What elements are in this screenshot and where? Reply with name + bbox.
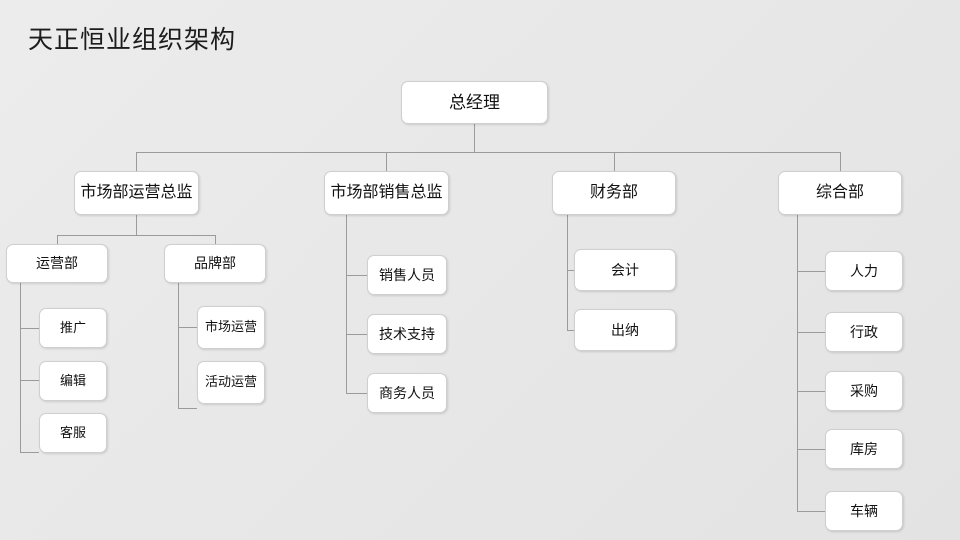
connector-yunying-kefu [20, 452, 39, 453]
connector-yunying-tuiguang [20, 328, 39, 329]
node-label: 库房 [850, 440, 878, 457]
node-xiaoshou-renyuan[interactable]: 销售人员 [367, 255, 447, 295]
node-label: 采购 [850, 382, 878, 399]
node-label: 人力 [850, 262, 878, 279]
node-label: 总经理 [449, 92, 500, 112]
connector-finance-spine [567, 215, 568, 330]
node-chuna[interactable]: 出纳 [574, 309, 676, 351]
node-kuaiji[interactable]: 会计 [574, 249, 676, 291]
page-title: 天正恒业组织架构 [28, 26, 237, 54]
node-renli[interactable]: 人力 [825, 251, 903, 291]
connector-root-stem [474, 124, 475, 152]
connector-general-xingzheng [797, 332, 825, 333]
node-label: 综合部 [815, 183, 864, 201]
node-huodong-yunying[interactable]: 活动运营 [197, 361, 265, 404]
connector-finance-kuaiji [567, 270, 575, 271]
node-caigou[interactable]: 采购 [825, 371, 903, 411]
connector-yunying-bianji [20, 380, 39, 381]
node-label: 市场运营 [204, 319, 257, 335]
node-caiwubu[interactable]: 财务部 [552, 171, 676, 215]
connector-sales-xiaoshou [346, 275, 367, 276]
node-label: 运营部 [36, 255, 78, 272]
node-label: 编辑 [59, 372, 86, 388]
node-label: 销售人员 [379, 266, 435, 283]
node-shangwu-renyuan[interactable]: 商务人员 [367, 373, 447, 413]
node-tuiguang[interactable]: 推广 [39, 308, 107, 348]
node-zonghebu[interactable]: 综合部 [778, 171, 902, 215]
node-pinpaibu[interactable]: 品牌部 [164, 244, 266, 283]
connector-drop-yunying [57, 235, 58, 244]
node-kufang[interactable]: 库房 [825, 429, 903, 469]
node-label: 品牌部 [194, 255, 236, 272]
node-xingzheng[interactable]: 行政 [825, 312, 903, 352]
node-jishu-zhichi[interactable]: 技术支持 [367, 314, 447, 354]
node-label: 行政 [850, 323, 878, 340]
node-label: 会计 [611, 261, 639, 278]
connector-sales-shangwu [346, 393, 367, 394]
node-shichangbu-yunying-zongjian[interactable]: 市场部运营总监 [74, 171, 199, 215]
connector-drop-pinpai [215, 235, 216, 244]
connector-ops-bus [57, 235, 215, 236]
node-shichang-yunying[interactable]: 市场运营 [197, 306, 265, 349]
node-label: 车辆 [850, 502, 878, 519]
connector-general-renli [797, 271, 825, 272]
node-zongjingli[interactable]: 总经理 [401, 81, 548, 124]
connector-drop-ops [136, 152, 137, 171]
node-label: 市场部运营总监 [80, 183, 193, 201]
connector-finance-chuna [567, 330, 575, 331]
node-bianji[interactable]: 编辑 [39, 361, 107, 401]
connector-sales-jishu [346, 334, 367, 335]
node-label: 财务部 [589, 183, 638, 201]
node-kefu[interactable]: 客服 [39, 413, 107, 453]
node-label: 出纳 [611, 321, 639, 338]
node-label: 客服 [59, 424, 86, 440]
connector-pinpai-shichang [178, 327, 197, 328]
node-shichangbu-xiaoshou-zongjian[interactable]: 市场部销售总监 [324, 171, 449, 215]
node-yunyingbu[interactable]: 运营部 [6, 244, 108, 283]
connector-sales-spine [346, 215, 347, 393]
node-label: 商务人员 [379, 384, 435, 401]
connector-general-cheliang [797, 511, 825, 512]
node-label: 活动运营 [204, 374, 257, 390]
connector-general-caigou [797, 391, 825, 392]
connector-yunying-spine [20, 283, 21, 452]
node-label: 推广 [59, 319, 86, 335]
node-label: 市场部销售总监 [330, 183, 443, 201]
connector-drop-finance [614, 152, 615, 171]
connector-level1-bus [136, 152, 840, 153]
node-cheliang[interactable]: 车辆 [825, 491, 903, 531]
node-label: 技术支持 [379, 325, 435, 342]
connector-general-kufang [797, 449, 825, 450]
connector-ops-stem [136, 215, 137, 235]
connector-pinpai-spine [178, 283, 179, 408]
connector-general-spine [797, 215, 798, 511]
connector-pinpai-huodong [178, 408, 197, 409]
connector-drop-general [840, 152, 841, 171]
connector-drop-sales [386, 152, 387, 171]
